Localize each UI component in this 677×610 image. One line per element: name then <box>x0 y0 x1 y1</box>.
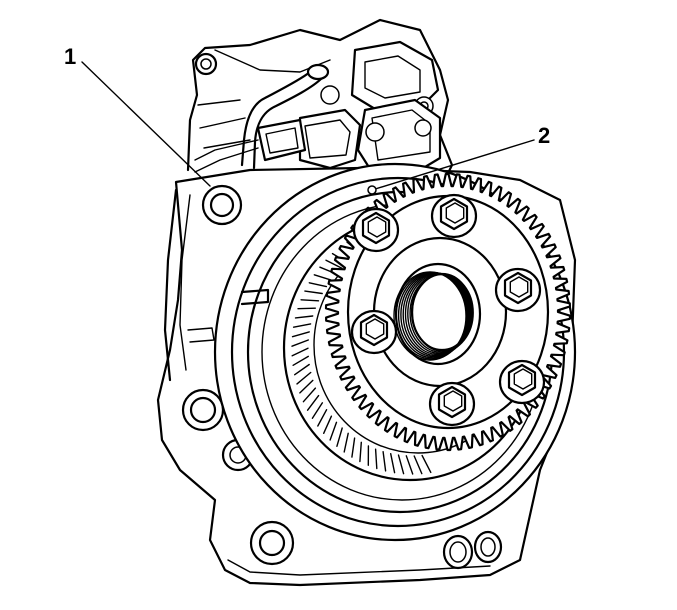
callout-2-number: 2 <box>538 123 550 148</box>
helical-tooth <box>291 347 309 357</box>
sprocket-bolts <box>350 193 546 427</box>
helical-tooth <box>300 299 320 302</box>
callout-1: 1 <box>64 44 211 187</box>
helical-tooth <box>382 451 387 472</box>
helical-tooth <box>313 274 332 281</box>
helical-tooth <box>374 448 378 470</box>
helical-tooth <box>421 454 432 474</box>
helical-tooth <box>329 421 338 441</box>
hex-bolt <box>494 267 542 313</box>
helical-tooth <box>351 437 356 458</box>
helical-tooth <box>405 455 414 475</box>
helical-tooth <box>294 363 310 376</box>
helical-tooth <box>294 315 314 319</box>
helical-tooth <box>311 402 324 419</box>
hex-bolt <box>430 193 478 239</box>
helical-tooth <box>291 339 309 347</box>
helical-tooth <box>325 259 343 269</box>
helical-tooth <box>296 371 312 385</box>
hex-bolt <box>350 309 398 355</box>
helical-tooth <box>302 387 317 403</box>
helical-tooth <box>308 282 328 288</box>
alignment-mark <box>367 185 377 195</box>
helical-tooth <box>297 307 316 310</box>
callout-2: 2 <box>367 123 550 195</box>
helical-tooth <box>323 415 333 434</box>
helical-tooth <box>304 290 323 295</box>
helical-tooth <box>343 432 349 453</box>
helical-tooth <box>413 455 423 475</box>
callout-1-number: 1 <box>64 44 76 69</box>
helical-tooth <box>306 394 320 411</box>
helical-tooth <box>336 427 343 447</box>
helical-tooth <box>359 441 362 463</box>
helical-tooth <box>397 454 405 475</box>
callout-2-leader <box>371 139 535 191</box>
helical-tooth <box>292 323 312 328</box>
callout-1-leader <box>81 61 211 187</box>
hex-bolt <box>352 207 400 253</box>
helical-tooth <box>390 453 396 474</box>
helical-tooth <box>291 331 310 338</box>
helical-tooth <box>292 355 309 366</box>
hex-bolt <box>498 359 546 405</box>
helical-tooth <box>299 379 314 394</box>
hex-bolt <box>428 381 476 427</box>
engine-block-upper <box>186 18 454 197</box>
sprocket-hub <box>372 236 508 388</box>
helical-tooth <box>317 409 328 427</box>
